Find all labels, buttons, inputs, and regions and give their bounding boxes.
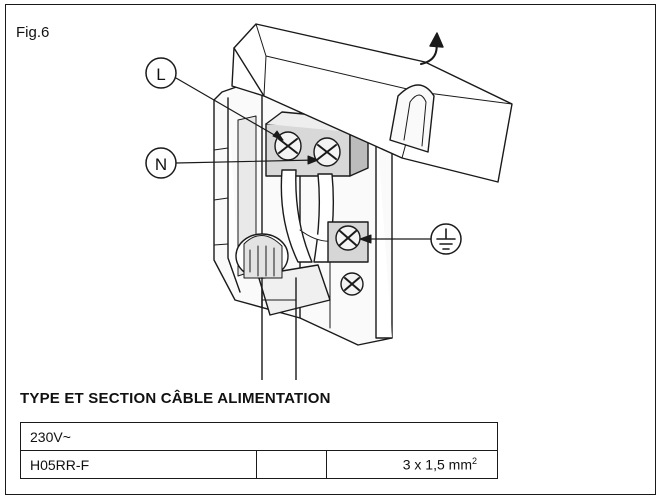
- callout-live: L: [145, 57, 284, 141]
- empty-cell: [256, 450, 327, 479]
- lift-arrow-icon: [420, 32, 444, 65]
- terminal-cover: [231, 23, 513, 183]
- earth-terminal: [327, 221, 369, 296]
- table-row: H05RR-F 3 x 1,5 mm2: [20, 450, 498, 479]
- callout-neutral-label: N: [155, 155, 167, 174]
- cable-spec-title: TYPE ET SECTION CÂBLE ALIMENTATION: [20, 390, 331, 407]
- section-cell: 3 x 1,5 mm2: [326, 450, 498, 479]
- power-cable: [261, 277, 297, 380]
- section-exponent: 2: [471, 456, 477, 467]
- callout-earth: [359, 223, 462, 255]
- table-row: 230V~: [20, 422, 498, 451]
- earth-ground-icon: [436, 228, 456, 250]
- neutral-terminal-screw: [313, 137, 341, 167]
- callout-live-label: L: [156, 65, 165, 84]
- cable-type-cell: H05RR-F: [20, 450, 257, 479]
- cable-clamp: [235, 233, 289, 279]
- section-value: 3 x 1,5 mm: [402, 456, 472, 473]
- callout-neutral: N: [145, 147, 319, 179]
- terminal-block-illustration: L N: [145, 23, 513, 380]
- figure-label: Fig.6: [16, 24, 50, 41]
- voltage-cell: 230V~: [20, 422, 498, 451]
- cable-spec-table: 230V~ H05RR-F 3 x 1,5 mm2: [20, 422, 498, 479]
